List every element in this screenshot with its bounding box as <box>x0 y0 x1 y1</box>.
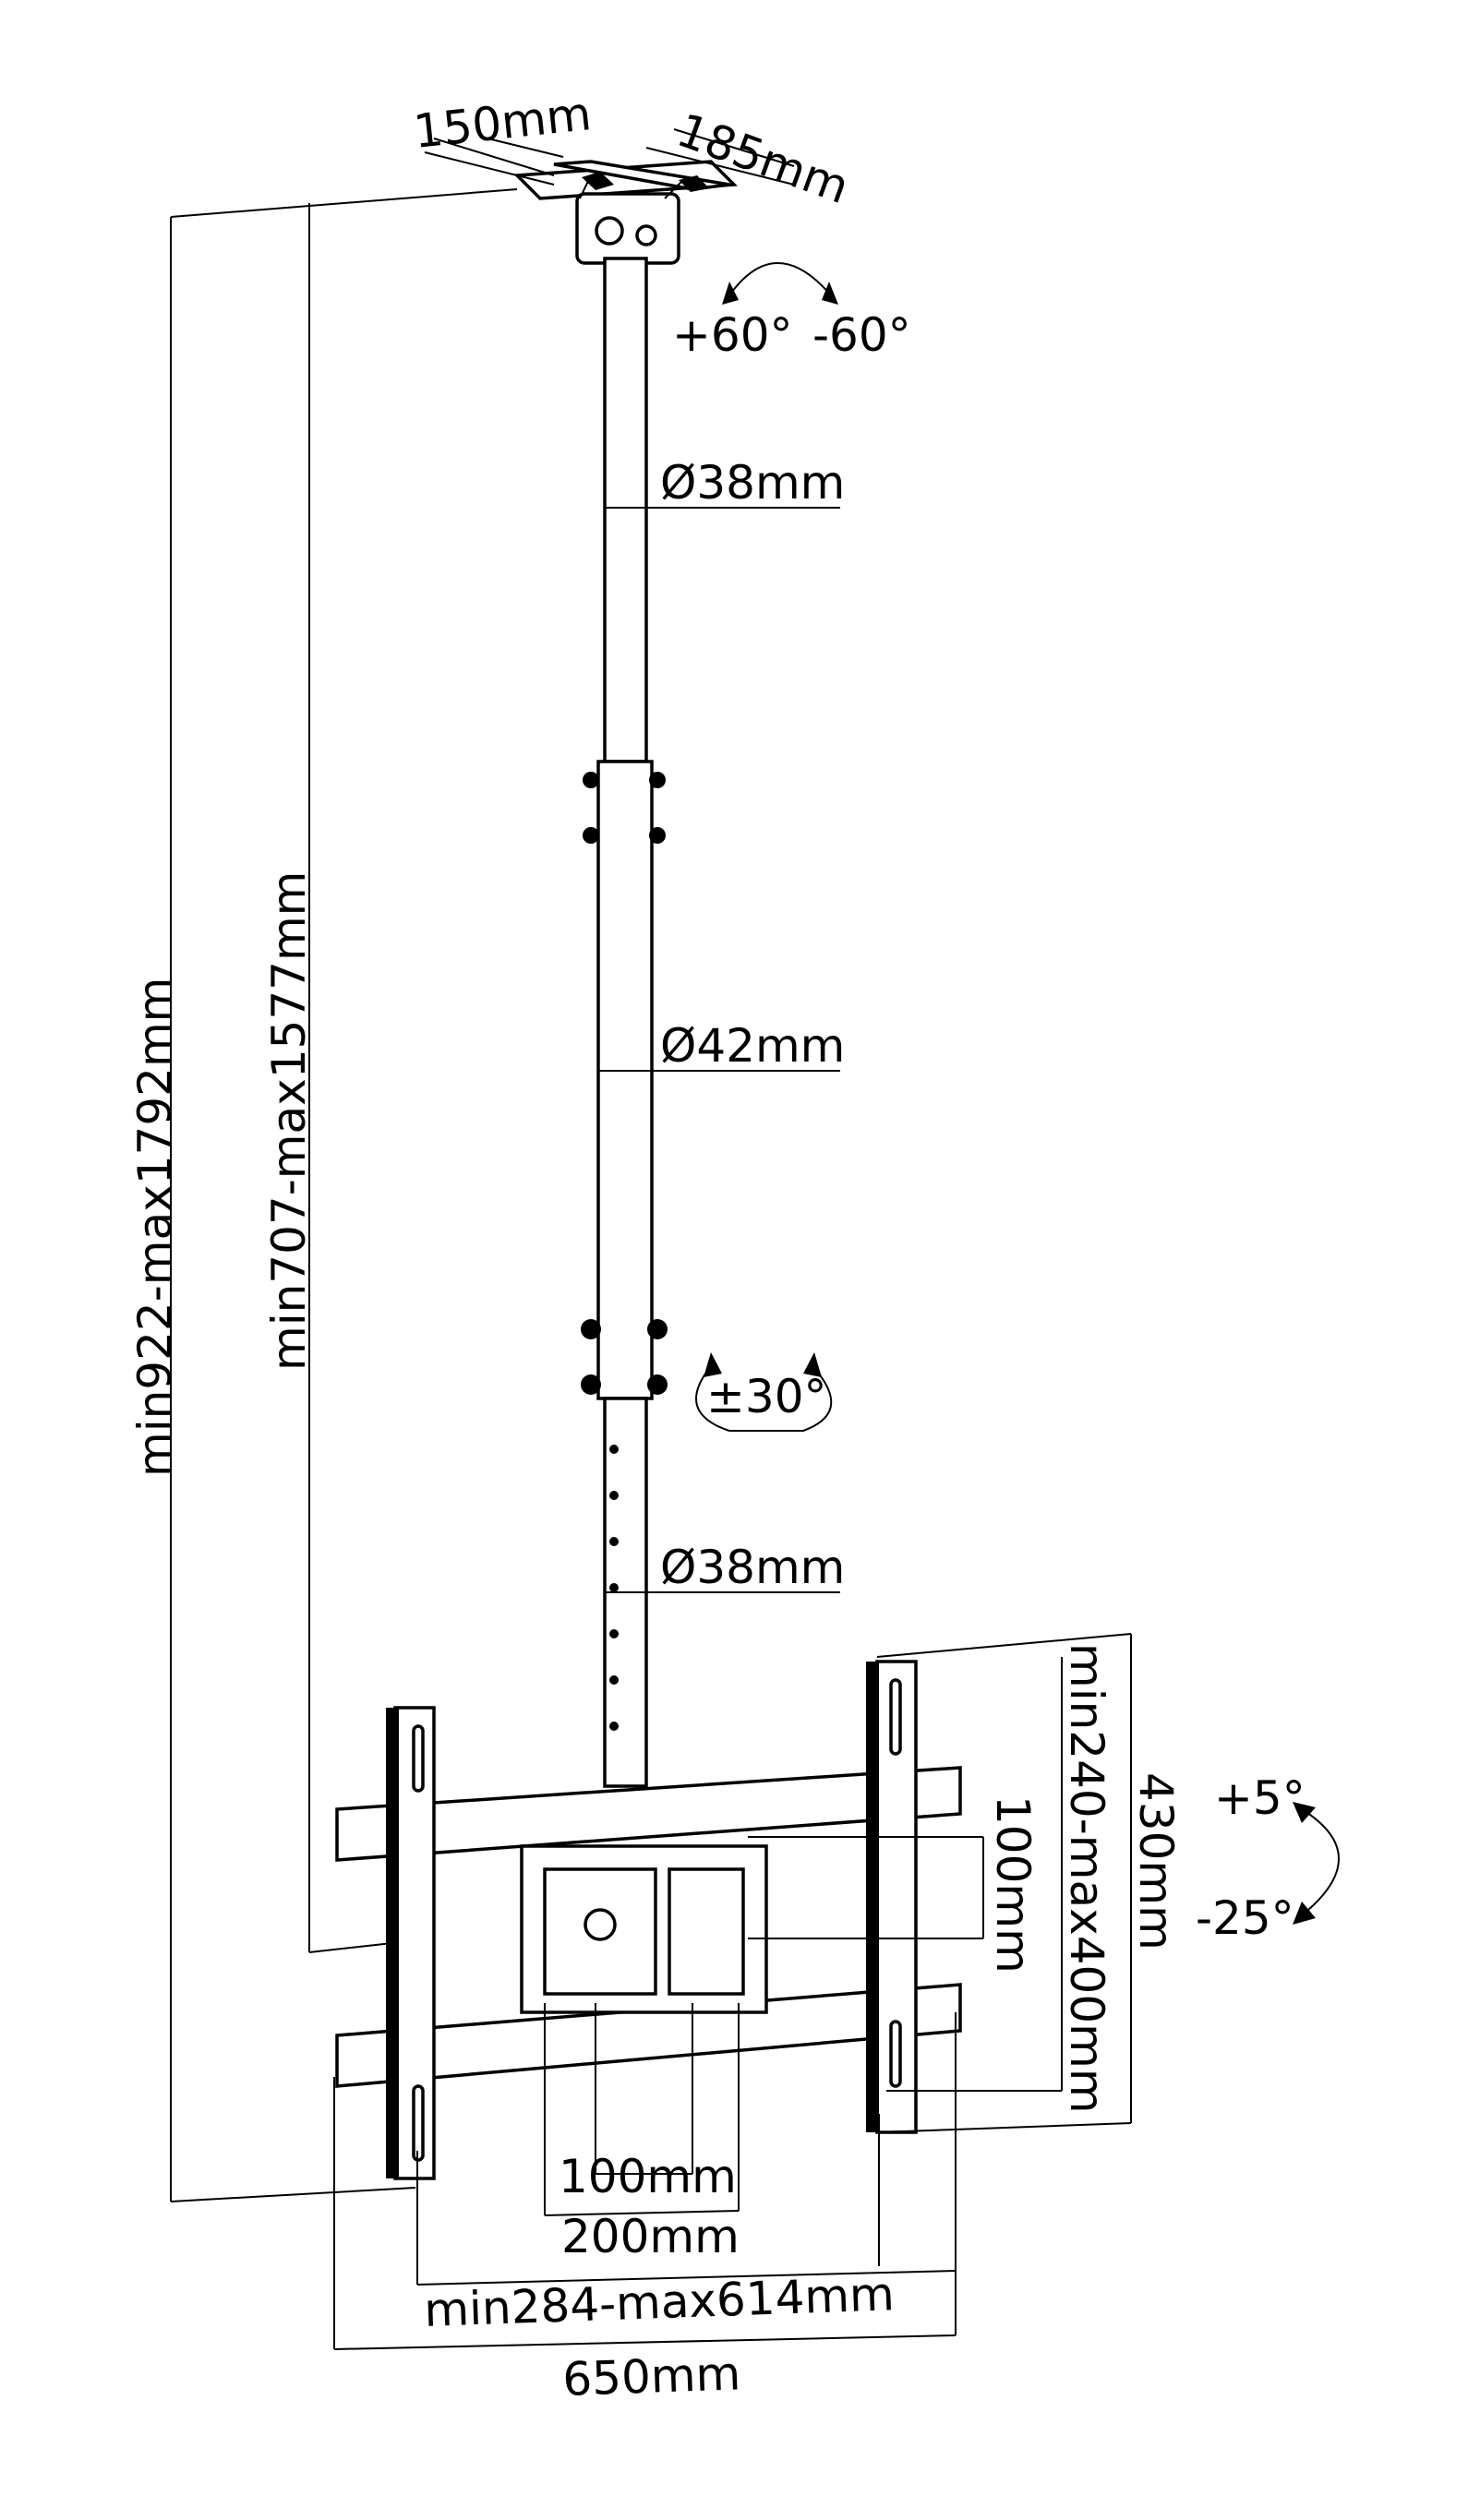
frame-width-label: 650mm <box>561 2346 741 2406</box>
total-height-label: min922-max1792mm <box>128 978 182 1477</box>
rail-spacing-label: min240-max400mm <box>1060 1643 1113 2114</box>
rotation-arrow-icon <box>695 1352 833 1432</box>
pole-top-dia-label: Ø38mm <box>660 456 845 510</box>
rotation-label: ±30° <box>706 1370 827 1423</box>
rail-dimension-lines <box>748 1633 1132 2133</box>
tilt-neg-label: -25° <box>1196 1891 1294 1945</box>
plate-width-label: 150mm <box>411 87 594 159</box>
tilt-pos-label: +5° <box>1214 1771 1306 1825</box>
plate-depth-label: 185mm <box>670 103 856 214</box>
tilt-arrow-icon <box>1293 1802 1340 1925</box>
ceiling-plate <box>513 160 738 265</box>
arm-spacing-label: min284-max614mm <box>423 2267 895 2337</box>
pole-height-label: min707-max1577mm <box>262 871 316 1371</box>
swivel-neg-label: -60° <box>812 308 911 362</box>
vesa-v-label: 100mm <box>986 1795 1040 1974</box>
pole <box>581 257 668 1788</box>
bottom-dimension-lines <box>333 2003 957 2350</box>
vesa-h100-label: 100mm <box>559 2150 737 2203</box>
swivel-pos-label: +60° <box>672 308 793 362</box>
vesa-h200-label: 200mm <box>561 2210 740 2263</box>
swivel-arrow-icon <box>722 262 838 305</box>
height-dimension-lines <box>170 188 518 2202</box>
pole-mid-dia-label: Ø42mm <box>660 1019 845 1073</box>
plate-dimension-lines <box>424 128 795 186</box>
rail-height-label: 430mm <box>1129 1772 1183 1950</box>
pole-bottom-dia-label: Ø38mm <box>660 1541 845 1594</box>
tv-bracket <box>335 1660 962 2180</box>
